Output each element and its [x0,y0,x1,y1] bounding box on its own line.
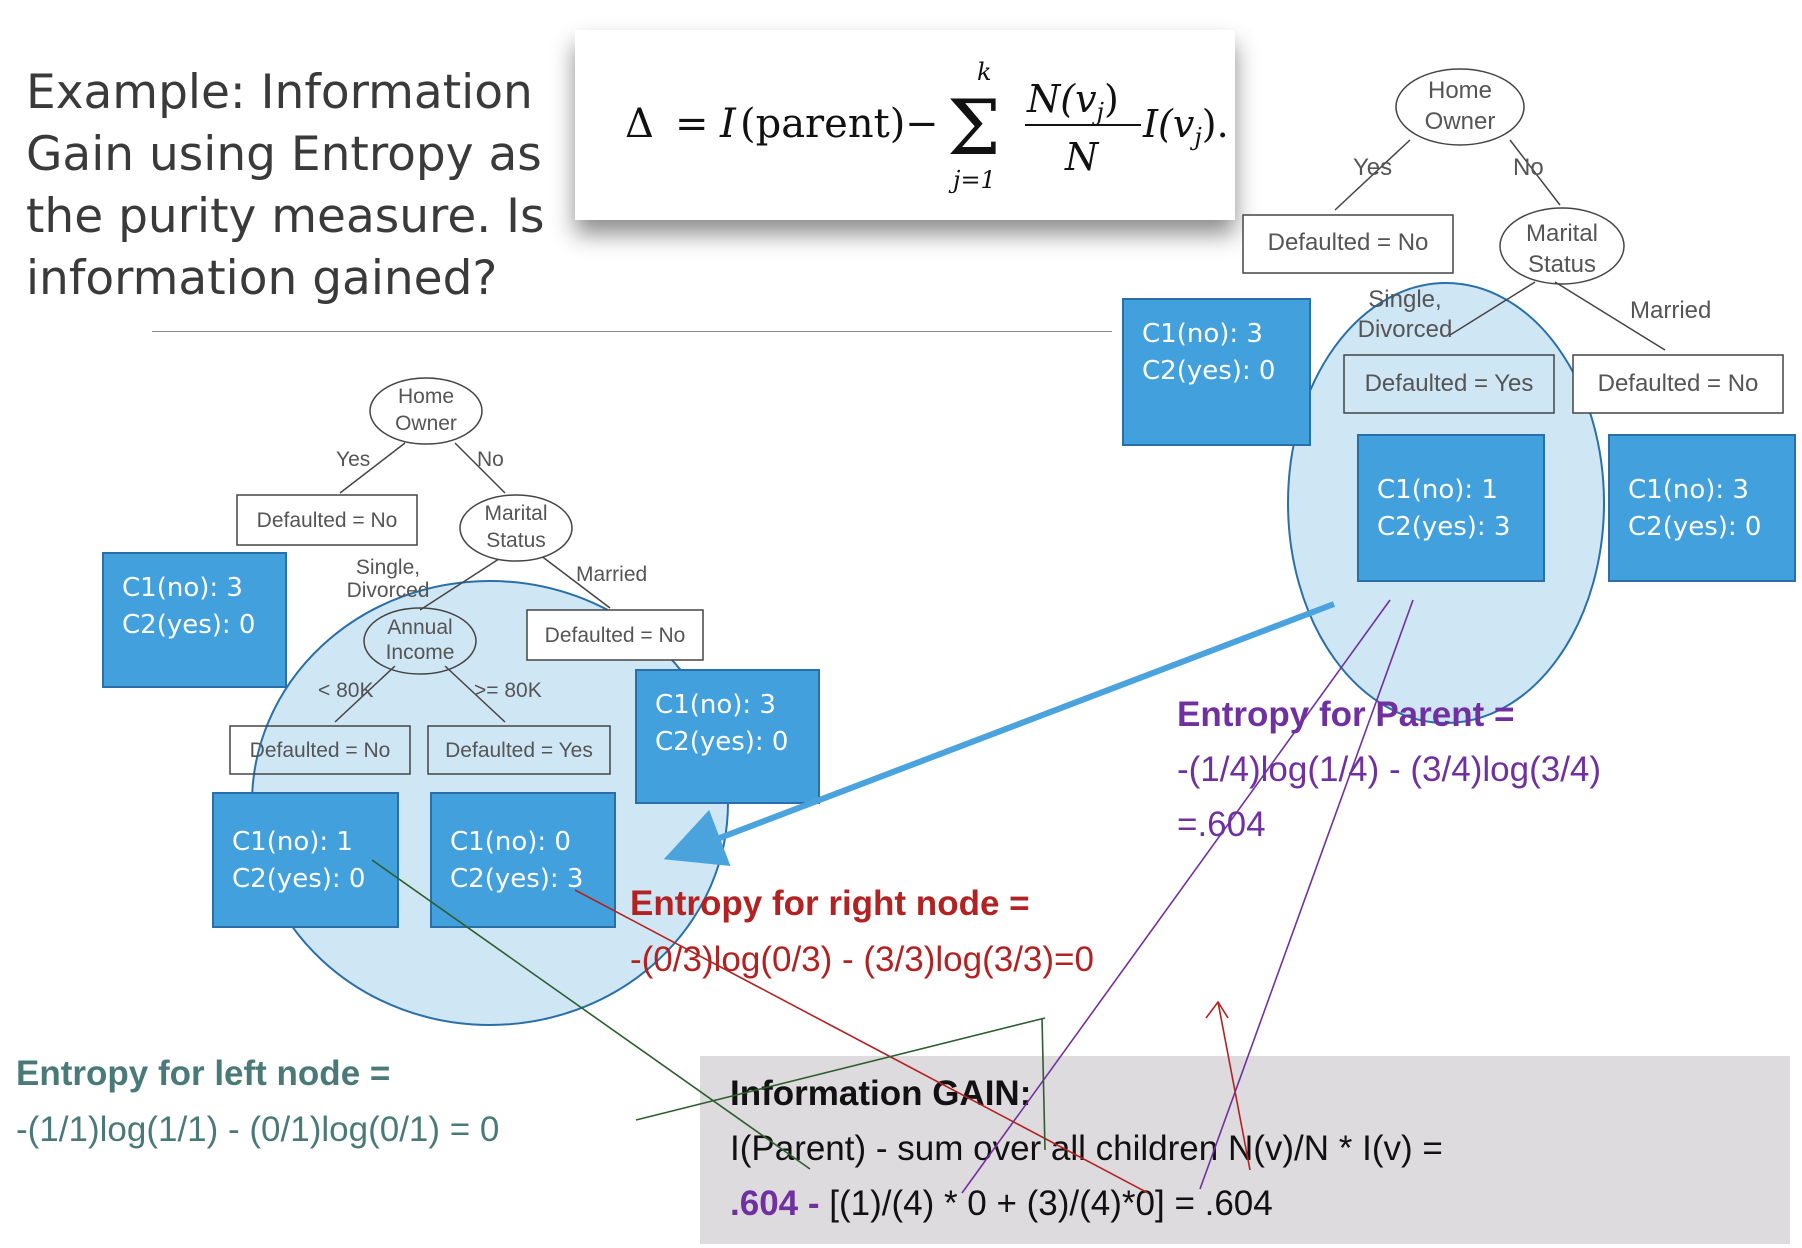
left-income-label-2: Income [386,641,455,664]
count-box-left-node: C1(no): 1 C2(yes): 0 [212,792,399,928]
right-marital-label-2: Status [1528,251,1596,278]
title-divider [152,331,1112,332]
gain-formula-line: I(Parent) - sum over all children N(v)/N… [730,1129,1443,1168]
gain-result-line: .604 - [(1)/(4) * 0 + (3)/(4)*0] = .604 [730,1184,1273,1224]
formula-tail: I(vj). [1142,102,1229,151]
formula-card: Δ = I (parent) − k Σ j=1 N(vj) N I(vj). [575,30,1235,220]
information-gain-formula: Δ = I (parent) − k Σ j=1 N(vj) N I(vj). [625,58,1229,194]
left-tree-labels: Home Owner Yes No Defaulted = No Marital… [250,385,686,762]
right-leaf-defaulted-yes: Defaulted = Yes [1365,370,1534,397]
count-box-right-married: C1(no): 3 C2(yes): 0 [1608,434,1796,582]
count-box-parent: C1(no): 1 C2(yes): 3 [1357,434,1545,582]
left-ge-80k-label: >= 80K [474,679,542,702]
count-box-c2: C2(yes): 0 [122,610,256,640]
left-root-label-1: Home [398,385,454,408]
formula-delta: Δ [625,101,654,147]
right-single-label-1: Single, [1368,286,1441,313]
right-tree-labels: Home Owner Yes No Defaulted = No Marital… [1268,77,1759,397]
entropy-left-title: Entropy for left node = [16,1054,391,1093]
formula-sum-bottom: j=1 [948,166,996,194]
formula-numerator: N(vj) [1026,77,1119,126]
gain-children-sum: [(1)/(4) * 0 + (3)/(4)*0] = .604 [819,1184,1273,1223]
left-leaf-defaulted-yes-ge: Defaulted = Yes [445,739,593,762]
count-box-left-home-owner-yes: C1(no): 3 C2(yes): 0 [102,552,287,688]
formula-i: I [719,101,737,147]
left-marital-label-1: Marital [484,502,547,525]
count-box-c1: C1(no): 3 [122,573,243,603]
count-box-c2: C2(yes): 3 [1377,512,1511,542]
count-box-right-node: C1(no): 0 C2(yes): 3 [430,792,616,928]
right-no-label: No [1513,154,1544,181]
left-root-label-2: Owner [395,412,457,435]
count-box-c1: C1(no): 3 [1142,319,1263,349]
left-tree [229,377,704,775]
formula-sum-symbol: Σ [947,83,1001,172]
count-box-right-home-owner-yes: C1(no): 3 C2(yes): 0 [1122,298,1311,446]
left-no-label: No [477,448,504,471]
count-box-c1: C1(no): 1 [1377,475,1498,505]
left-yes-label: Yes [336,448,370,471]
gain-parent-value: .604 - [730,1184,820,1223]
right-root-label-1: Home [1428,77,1492,104]
count-box-c1: C1(no): 3 [1628,475,1749,505]
count-box-c2: C2(yes): 0 [1142,356,1276,386]
right-marital-label-1: Marital [1526,220,1598,247]
right-tree [1242,68,1784,414]
count-box-left-married: C1(no): 3 C2(yes): 0 [635,669,820,804]
page-title: Example: Information Gain using Entropy … [26,65,545,306]
entropy-parent-title: Entropy for Parent = [1177,695,1515,734]
left-income-label-1: Annual [387,616,452,639]
left-leaf-defaulted-no-lt: Defaulted = No [250,739,391,762]
right-yes-label: Yes [1353,154,1392,181]
left-married-label: Married [576,563,647,586]
count-box-c2: C2(yes): 0 [655,727,789,757]
left-lt-80k-label: < 80K [318,679,373,702]
count-box-c1: C1(no): 3 [655,690,776,720]
right-married-label: Married [1630,297,1711,324]
entropy-right-title: Entropy for right node = [630,884,1030,923]
right-leaf-defaulted-no-2: Defaulted = No [1598,370,1759,397]
formula-minus: − [905,101,939,147]
left-leaf-married-defaulted-no: Defaulted = No [545,624,686,647]
count-box-c1: C1(no): 1 [232,827,353,857]
gain-title: Information GAIN: [730,1074,1032,1113]
entropy-parent-result: =.604 [1177,805,1266,844]
count-box-c2: C2(yes): 0 [232,864,366,894]
formula-parent: (parent) [740,101,905,147]
left-single-label-1: Single, [356,556,420,579]
left-marital-label-2: Status [486,529,546,552]
entropy-parent-expression: -(1/4)log(1/4) - (3/4)log(3/4) [1177,750,1602,789]
left-leaf-defaulted-no: Defaulted = No [257,509,398,532]
entropy-right-expression: -(0/3)log(0/3) - (3/3)log(3/3)=0 [630,940,1094,979]
left-single-label-2: Divorced [347,579,430,602]
right-single-label-2: Divorced [1358,316,1453,343]
right-root-label-2: Owner [1425,108,1496,135]
formula-denominator: N [1064,135,1100,179]
count-box-c2: C2(yes): 0 [1628,512,1762,542]
count-box-c1: C1(no): 0 [450,827,571,857]
formula-equals: = [675,101,709,147]
count-box-c2: C2(yes): 3 [450,864,584,894]
entropy-left-expression: -(1/1)log(1/1) - (0/1)log(0/1) = 0 [16,1110,500,1149]
right-leaf-defaulted-no: Defaulted = No [1268,229,1429,256]
formula-sum-top: k [977,58,992,86]
